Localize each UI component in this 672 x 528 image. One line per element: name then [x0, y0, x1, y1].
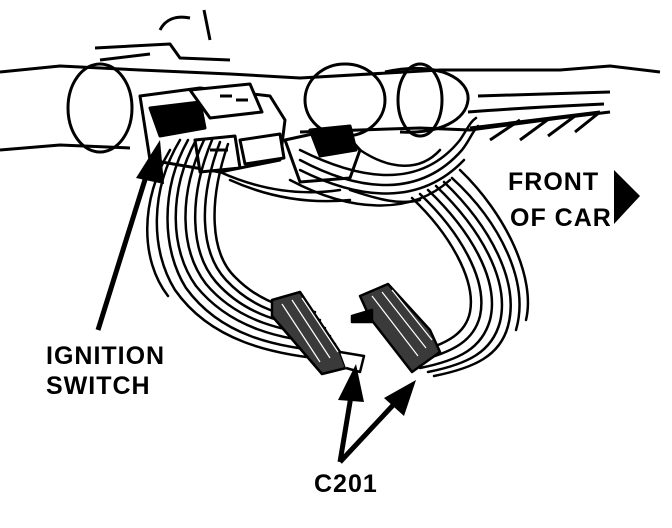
c201-leader-arrows	[337, 364, 416, 464]
c201-connector-right	[350, 282, 442, 374]
ignition-switch-label-line1: IGNITION	[46, 342, 165, 370]
c201-label: C201	[314, 470, 378, 498]
harness-top	[218, 116, 480, 207]
ignition-switch	[138, 82, 362, 184]
harness-right-loop	[408, 168, 530, 378]
ignition-leader-arrow	[95, 140, 164, 331]
ignition-switch-label-line2: SWITCH	[46, 372, 151, 400]
front-direction-arrow-icon	[614, 170, 640, 224]
c201-connector-left	[270, 290, 366, 376]
front-of-car-label-line1: FRONT	[508, 168, 599, 196]
front-of-car-label-line2: OF CAR	[510, 204, 612, 232]
